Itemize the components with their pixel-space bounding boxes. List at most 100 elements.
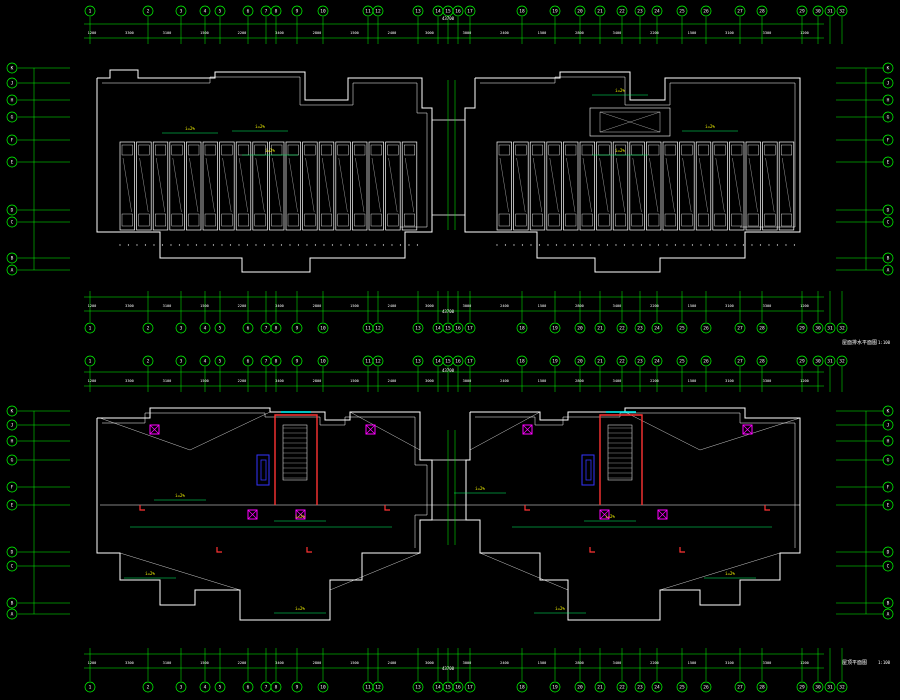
upper-left-bay-top	[171, 144, 183, 156]
upper-slope-label-4: i=2%	[265, 148, 275, 153]
upper-right-bay-bottom	[598, 213, 610, 227]
upper-left-bay-top	[188, 144, 200, 156]
row-bubble-right-J-label: J	[887, 423, 890, 429]
upper-right-bay-bottom	[681, 213, 693, 227]
column-bubble-bottom-11-label: 11	[365, 326, 371, 332]
column-bubble-bottom-22-circle	[616, 322, 628, 334]
column-bubble-bottom-6-circle	[242, 681, 254, 693]
column-bubble-bottom-28-circle	[756, 681, 768, 693]
upper-bay-dim-6: 0	[170, 244, 172, 247]
column-bubble-top-8-circle	[270, 355, 282, 367]
lower-valley-line	[469, 411, 541, 451]
dim-top-13: 2800	[575, 379, 584, 383]
row-bubble-left-A-label: A	[11, 268, 14, 274]
upper-right-bay	[513, 141, 529, 231]
upper-bay-dim-7: 0	[179, 244, 181, 247]
column-bubble-bottom-9-label: 9	[296, 685, 299, 691]
upper-left-bay-diagonal	[405, 157, 414, 213]
upper-slope-label-5: i=2%	[615, 148, 625, 153]
row-bubble-left-C-circle	[6, 216, 18, 228]
upper-left-bay-top	[138, 144, 150, 156]
row-bubble-right-G-circle	[882, 111, 894, 123]
upper-right-bay-bottom	[631, 213, 643, 227]
column-bubble-top-23-circle	[634, 355, 646, 367]
column-bubble-bottom-22-circle	[616, 681, 628, 693]
column-bubble-bottom-10-label: 10	[320, 685, 326, 691]
upper-left-bay-bottom	[287, 213, 299, 227]
column-bubble-bottom-4-label: 4	[204, 685, 207, 691]
upper-bay-dim-r-35: 0	[794, 244, 796, 247]
column-bubble-bottom-16-label: 16	[455, 326, 461, 332]
column-bubble-bottom-26-label: 26	[703, 685, 709, 691]
lower-roof-details: i=2%i=2%i=2%i=2%i=2%i=2%i=2%i=2%	[124, 411, 772, 614]
column-bubble-bottom-20-label: 20	[577, 685, 583, 691]
column-bubble-bottom-4-circle	[199, 322, 211, 334]
row-bubble-left-E-label: E	[11, 160, 14, 166]
upper-slope-label-1: i=2%	[255, 124, 265, 129]
upper-left-bay-bottom	[237, 213, 249, 227]
column-bubble-top-7-label: 7	[265, 359, 268, 365]
upper-overall-dim-bottom: 43700	[442, 309, 455, 314]
upper-right-bay-top	[548, 144, 560, 156]
dim-top-17: 3100	[725, 31, 734, 35]
dim-bottom-0: 1200	[88, 304, 97, 308]
column-bubble-top-4-label: 4	[204, 9, 207, 15]
column-bubble-bottom-5-label: 5	[219, 326, 222, 332]
lower-slope-label-7: i=2%	[725, 571, 735, 576]
row-bubble-right-K-circle	[882, 405, 894, 417]
column-bubble-top-29-circle	[796, 5, 808, 17]
upper-walls	[96, 69, 801, 273]
lower-drain-4-drain	[247, 509, 258, 520]
row-bubble-right-C-label: C	[887, 564, 890, 570]
dim-bottom-8: 2400	[388, 661, 397, 665]
dim-bottom-11: 2400	[500, 661, 509, 665]
column-bubble-top-28-label: 28	[759, 359, 765, 365]
column-bubble-top-26-circle	[700, 5, 712, 17]
column-bubble-bottom-25-circle	[676, 322, 688, 334]
column-bubble-bottom-31-circle	[824, 322, 836, 334]
column-bubble-bottom-15-label: 15	[445, 685, 451, 691]
column-bubble-bottom-30-label: 30	[815, 326, 821, 332]
upper-bay-dim-13: 0	[230, 244, 232, 247]
upper-left-bay-diagonal	[156, 157, 165, 213]
upper-bay-dim-r-31: 0	[760, 244, 762, 247]
column-bubble-top-28-circle	[756, 5, 768, 17]
upper-left-bay-top	[304, 144, 316, 156]
dim-top-7: 1500	[350, 31, 359, 35]
row-bubble-left-F-label: F	[11, 485, 14, 491]
upper-bay-dim-r-16: 0	[632, 244, 634, 247]
column-bubble-top-19-circle	[549, 5, 561, 17]
upper-bay-dim-r-0: 0	[496, 244, 498, 247]
dim-top-4: 2200	[238, 379, 247, 383]
upper-bay-dim-34: 0	[408, 244, 410, 247]
dim-top-11: 2400	[500, 31, 509, 35]
column-bubble-bottom-5-label: 5	[219, 685, 222, 691]
column-bubble-top-15-label: 15	[445, 359, 451, 365]
dim-bottom-17: 3100	[725, 304, 734, 308]
upper-bay-dim-r-11: 0	[590, 244, 592, 247]
upper-left-bay	[385, 141, 401, 231]
column-bubble-bottom-27-label: 27	[737, 685, 743, 691]
upper-right-bay	[629, 141, 645, 231]
column-bubble-top-29-label: 29	[799, 359, 805, 365]
column-bubble-bottom-6-label: 6	[247, 326, 250, 332]
upper-right-bay-bottom	[581, 213, 593, 227]
row-bubble-right-K-label: K	[887, 409, 890, 415]
column-bubble-bottom-19-label: 19	[552, 326, 558, 332]
column-bubble-bottom-2-circle	[142, 681, 154, 693]
column-bubble-top-1-circle	[84, 355, 96, 367]
column-bubble-bottom-6-circle	[242, 322, 254, 334]
column-bubble-top-8-circle	[270, 5, 282, 17]
row-bubble-left-A-label: A	[11, 612, 14, 618]
upper-right-bay-diagonal	[782, 157, 791, 213]
row-bubble-right-A-label: A	[887, 612, 890, 618]
dim-top-5: 3400	[275, 31, 284, 35]
column-bubble-top-6-circle	[242, 355, 254, 367]
dim-top-5: 3400	[275, 379, 284, 383]
upper-right-bay	[662, 141, 678, 231]
lower-left-pipe-shaft	[256, 454, 270, 486]
upper-bay-dim-4: 0	[153, 244, 155, 247]
dim-top-1: 3300	[125, 379, 134, 383]
lower-drain-1-drain	[365, 424, 376, 435]
